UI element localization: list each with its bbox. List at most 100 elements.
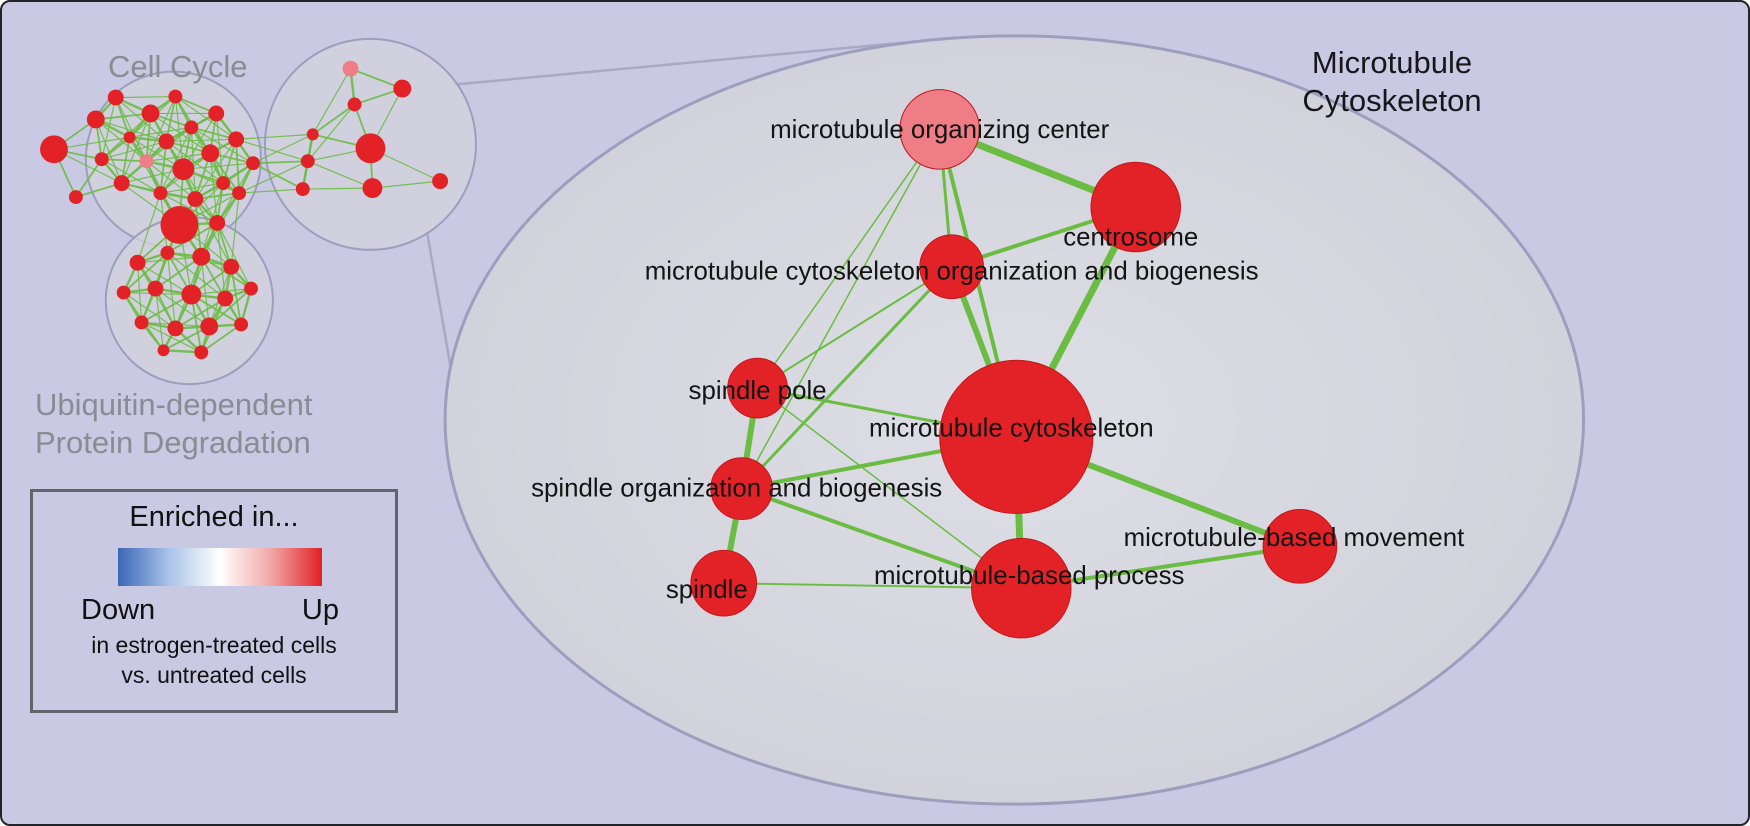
overview-edge [101, 140, 167, 160]
overview-edge [252, 162, 304, 190]
overview-edge [235, 139, 240, 194]
overview-gene-set-node [355, 133, 386, 164]
overview-edge [115, 97, 148, 162]
overview-edge [115, 97, 167, 142]
overview-edge [307, 104, 355, 162]
zoom-gene-set-node [1262, 509, 1338, 584]
overview-edge [238, 160, 309, 194]
overview-edge [174, 297, 226, 330]
overview-gene-set-node [68, 190, 83, 205]
overview-edge [230, 193, 240, 267]
overview-edge [252, 160, 308, 165]
ubiquitin-cluster-label: Ubiquitin-dependent Protein Degradation [35, 386, 313, 462]
overview-gene-set-node [194, 345, 209, 360]
overview-edge [146, 152, 211, 162]
overview-gene-set-node [209, 214, 226, 231]
zoom-gene-set-node [899, 89, 980, 170]
overview-gene-set-node [232, 186, 247, 201]
zoom-node-label: centrosome [1063, 224, 1198, 252]
overview-gene-set-node [216, 176, 231, 191]
overview-gene-set-node [94, 152, 109, 167]
overview-edge [235, 138, 308, 162]
overview-edge [95, 119, 123, 184]
zoom-node-label: microtubule-based process [874, 562, 1184, 590]
overview-edge [236, 133, 313, 140]
legend-up-label: Up [301, 594, 339, 626]
zoom-connector-line [453, 36, 955, 86]
overview-gene-set-node [347, 97, 362, 112]
overview-edge [159, 127, 192, 194]
zoom-edge [740, 128, 941, 490]
overview-gene-set-node [228, 131, 245, 148]
overview-edge [101, 158, 147, 163]
zoom-gene-set-node [919, 234, 984, 300]
zoom-gene-set-node [971, 537, 1072, 639]
zoom-gene-set-node [1090, 161, 1182, 253]
overview-edge [154, 256, 202, 290]
overview-edge [137, 192, 162, 263]
legend-gradient [118, 548, 322, 586]
overview-gene-set-node [157, 344, 170, 357]
overview-gene-set-node [129, 254, 146, 271]
overview-gene-set-node [160, 245, 175, 260]
overview-edge [191, 126, 254, 164]
overview-gene-set-node [295, 182, 310, 197]
overview-gene-set-node [393, 79, 412, 98]
overview-edge [307, 160, 373, 189]
overview-edge [302, 187, 373, 190]
overview-edge [191, 288, 252, 296]
zoom-edge [756, 128, 941, 389]
legend-down-label: Down [81, 594, 156, 626]
legend: Enriched in... Down Up in estrogen-treat… [30, 489, 398, 713]
legend-caption: in estrogen-treated cells vs. untreated … [33, 630, 395, 690]
zoom-node-label: microtubule cytoskeleton organization an… [645, 258, 1259, 286]
overview-edge [175, 96, 237, 140]
overview-gene-set-node [184, 120, 199, 135]
ubiquitin-cluster-label-line1: Ubiquitin-dependent [35, 387, 313, 422]
zoom-node-label: microtubule cytoskeleton [869, 415, 1154, 443]
legend-caption-line1: in estrogen-treated cells [91, 632, 337, 658]
overview-gene-set-node [172, 158, 195, 181]
overview-edge [137, 262, 192, 296]
overview-edge [155, 288, 210, 327]
overview-edge [145, 96, 176, 162]
overview-edge [200, 256, 210, 327]
overview-edge [159, 141, 168, 194]
overview-cluster-circles [84, 37, 477, 386]
overview-gene-set-node [160, 206, 199, 244]
overview-edge [101, 97, 117, 160]
overview-edge [312, 68, 352, 135]
microtubule-cluster-label-line1: Microtubule [1311, 45, 1473, 80]
overview-edge [121, 113, 152, 184]
legend-range-labels: Down Up [81, 594, 339, 627]
overview-gene-set-node [223, 258, 240, 275]
overview-gene-set-node [86, 110, 105, 129]
overview-gene-set-node [342, 60, 359, 77]
overview-edge [75, 182, 122, 198]
zoom-gene-set-node [710, 457, 773, 520]
overview-edge [75, 158, 103, 198]
zoom-node-label: microtubule organizing center [770, 116, 1110, 144]
overview-edge [209, 153, 218, 223]
overview-gene-set-node [134, 315, 149, 330]
overview-edge [154, 288, 165, 351]
overview-nodes [40, 60, 449, 360]
overview-gene-set-node [107, 89, 124, 106]
overview-edge [194, 138, 237, 200]
overview-gene-set-node [116, 285, 131, 300]
zoom-nodes [690, 89, 1338, 639]
overview-gene-set-node [192, 247, 211, 266]
overview-edge [146, 160, 196, 200]
overview-gene-set-node [123, 131, 136, 144]
overview-gene-set-node [432, 173, 449, 190]
overview-gene-set-node [200, 317, 219, 336]
overview-gene-set-node [187, 191, 204, 208]
overview-edge [216, 222, 252, 289]
overview-edge [200, 323, 242, 354]
zoom-node-label: spindle pole [689, 377, 827, 405]
overview-gene-set-node [201, 144, 220, 163]
overview-gene-set-node [167, 320, 184, 337]
overview-edge [215, 113, 224, 184]
